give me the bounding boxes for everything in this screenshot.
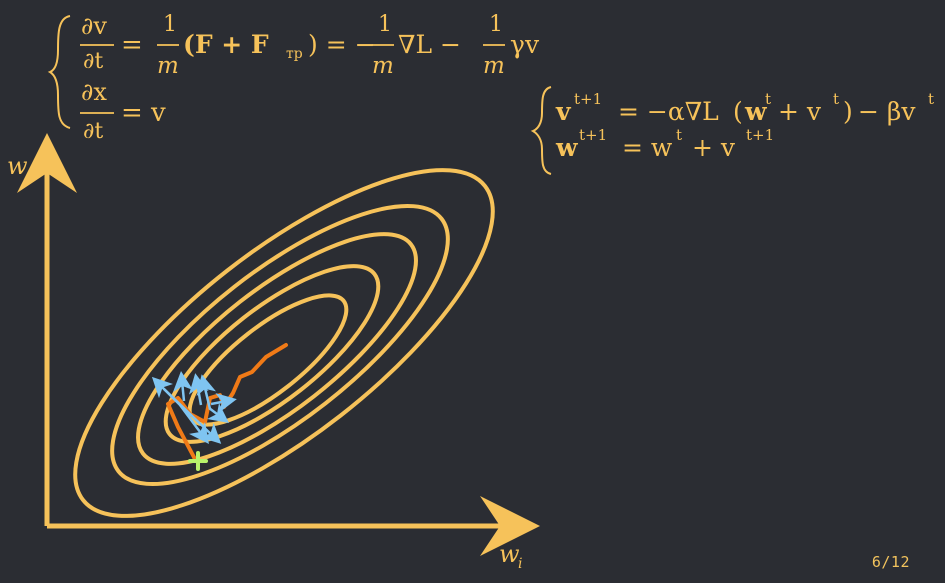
update1-lhs: v (555, 97, 572, 126)
y-axis-label: w (7, 152, 28, 180)
gradient-arrows (151, 371, 237, 445)
update1-minus-sup: t (928, 90, 934, 108)
eq2-lhs-den: ∂t (83, 119, 103, 144)
update2-plus-sup: t+1 (746, 126, 774, 144)
left-brace (47, 15, 71, 129)
update1-paren-open: ( (733, 97, 743, 126)
right-brace (530, 86, 552, 175)
eq2-rhs: = v (121, 98, 166, 128)
eq1-middle-sub: тр (286, 46, 303, 62)
eq1-frac1-den: m (157, 53, 179, 79)
contour-inner (187, 293, 349, 427)
eq1-term3: γv (510, 30, 540, 59)
update1-paren-close: ) (843, 97, 853, 126)
update1-lhs-sup: t+1 (574, 90, 602, 108)
start-point-marker (188, 451, 208, 471)
eq1-frac1-num: 1 (163, 12, 177, 37)
eq1-frac3-den: m (483, 53, 505, 79)
update1-w-sup: t (765, 90, 771, 108)
gradient-arrow-4 (173, 371, 193, 402)
eq1-middle: (F + F (183, 30, 269, 59)
update1-plus: + v (778, 97, 822, 126)
update1-eq: = −α∇L (618, 97, 719, 126)
eq1-frac2-num: 1 (378, 12, 392, 37)
page-number: 6/12 (871, 553, 910, 571)
eq1-lhs-num: ∂v (81, 12, 107, 40)
eq1-frac2-den: m (372, 53, 394, 79)
update1-minus: − βv (858, 97, 916, 126)
momentum-path (166, 343, 288, 463)
update1-plus-sup: t (833, 90, 839, 108)
axes: w j w i (7, 133, 540, 572)
update1-w: w (744, 97, 768, 126)
update2-eq: = w (622, 133, 673, 162)
eq2-lhs-num: ∂x (81, 78, 107, 106)
update2-lhs: w (555, 133, 579, 162)
contour-outer (73, 168, 495, 518)
update2-plus: + v (692, 133, 736, 162)
x-axis-label: w (499, 540, 520, 568)
y-axis-label-sub: j (24, 169, 32, 185)
update2-eq-sup: t (676, 126, 682, 144)
optimization-path (166, 343, 288, 463)
contour-2 (110, 203, 450, 487)
x-axis-label-sub: i (518, 556, 522, 572)
loss-contours (73, 168, 495, 518)
eq1-middle-end: ) = − (308, 30, 376, 59)
eq1-frac3-num: 1 (489, 12, 503, 37)
contour-4 (163, 264, 381, 444)
continuous-equation-system: ∂v ∂t = 1 m (F + F тр ) = − 1 m ∇L − 1 m… (47, 12, 540, 144)
eq1-term2: ∇L − (398, 30, 461, 59)
eq1-lhs-den: ∂t (83, 49, 103, 74)
update2-lhs-sup: t+1 (579, 126, 607, 144)
contour-3 (136, 232, 418, 466)
gradient-arrow-3 (178, 404, 209, 445)
discrete-update-system: v t+1 = −α∇L ( w t + v t ) − βv t w t+1 … (530, 86, 934, 175)
eq1-eq1: = (121, 30, 143, 60)
gradient-arrow-8 (207, 403, 229, 423)
